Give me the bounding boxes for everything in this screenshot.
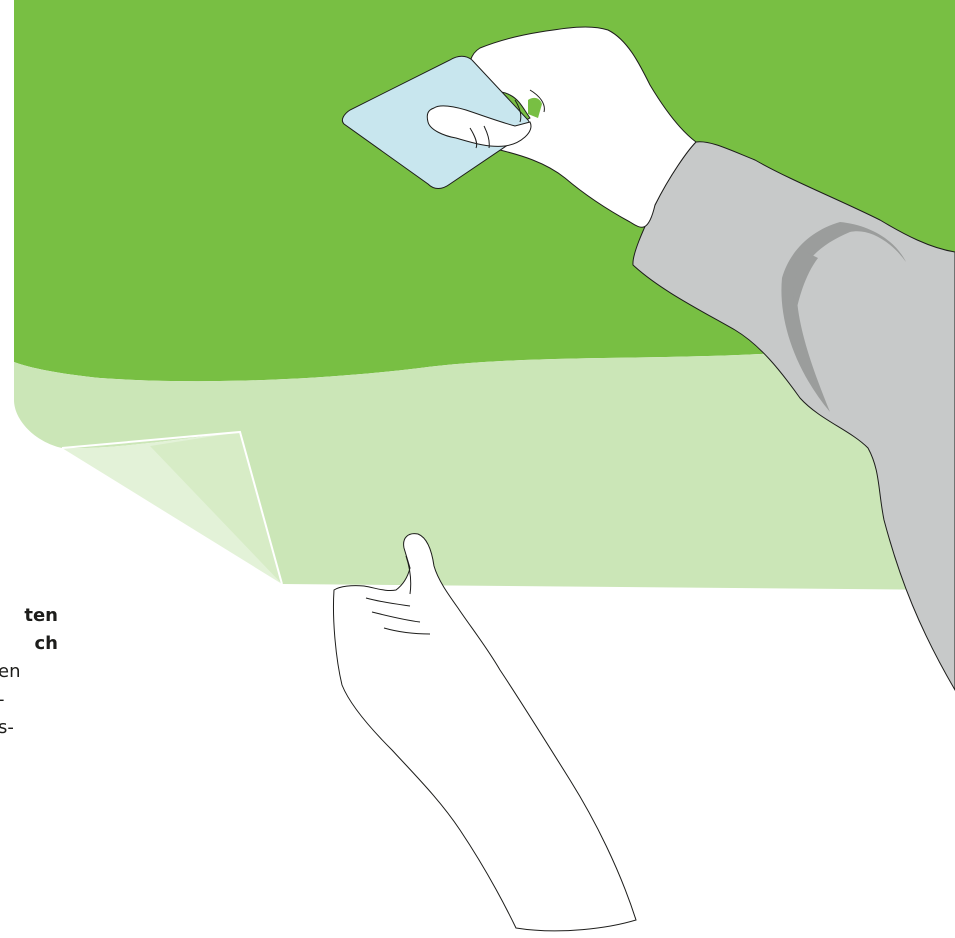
hand-peeling-backing xyxy=(333,534,636,931)
caption-line-1: ten xyxy=(0,602,58,630)
caption: ten ch en - s- xyxy=(0,602,58,742)
caption-line-4: - xyxy=(0,686,58,714)
caption-line-2: ch xyxy=(0,630,58,658)
caption-line-3: en xyxy=(0,658,58,686)
caption-line-5: s- xyxy=(0,714,58,742)
